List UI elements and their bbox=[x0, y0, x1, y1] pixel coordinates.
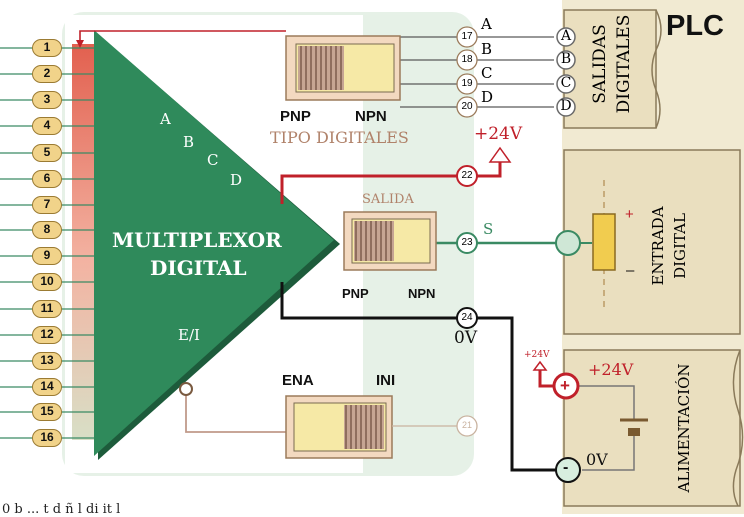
input-pin-16: 16 bbox=[32, 429, 62, 447]
salidas-label-1: SALIDAS bbox=[590, 24, 610, 104]
input-pin-13: 13 bbox=[32, 352, 62, 370]
plc-term-d: D bbox=[560, 98, 572, 114]
input-pin-11: 11 bbox=[32, 300, 62, 318]
enable-wire bbox=[185, 394, 288, 433]
entrada-resistor bbox=[592, 213, 616, 271]
footer-caption: 0 b ... t d ñ l di it l bbox=[2, 502, 121, 517]
mux-title-line2: DIGITAL bbox=[150, 256, 247, 280]
plc-salidas-edge bbox=[651, 9, 662, 129]
entrada-label-1: ENTRADA bbox=[649, 206, 667, 286]
input-pin-14: 14 bbox=[32, 378, 62, 396]
ena-left-label: ENA bbox=[282, 372, 314, 389]
output-label-b: B bbox=[183, 133, 195, 151]
entrada-terminal bbox=[555, 230, 581, 256]
plc-term-c: C bbox=[560, 75, 572, 91]
input-pin-2: 2 bbox=[32, 65, 62, 83]
plus24-wire bbox=[280, 162, 502, 204]
wire-letter-a: A bbox=[481, 15, 492, 33]
pin-17-label: 17 bbox=[461, 31, 473, 42]
pin-22-label: 22 bbox=[461, 170, 473, 181]
alim-wire-2 bbox=[582, 436, 635, 471]
pointer-arrowhead bbox=[76, 40, 84, 48]
input-pin-9: 9 bbox=[32, 247, 62, 265]
input-pin-7: 7 bbox=[32, 196, 62, 214]
pin-23-label: 23 bbox=[461, 237, 473, 248]
pin-23 bbox=[456, 232, 478, 254]
signal-label: S bbox=[483, 220, 494, 238]
small-plus-triangle bbox=[532, 360, 548, 371]
plc-term-a: A bbox=[560, 28, 572, 44]
salidas-label-2: DIGITALES bbox=[614, 14, 634, 114]
pin-20-label: 20 bbox=[461, 101, 473, 112]
plc-output-terminals bbox=[556, 27, 576, 117]
salida-switch bbox=[343, 211, 437, 271]
wire-letter-d: D bbox=[481, 88, 494, 106]
multiplexer-triangle bbox=[94, 30, 334, 456]
entrada-minus: – bbox=[626, 262, 635, 279]
tipo-title: TIPO DIGITALES bbox=[270, 128, 409, 147]
tipo-right-label: NPN bbox=[355, 108, 387, 125]
plc-title: PLC bbox=[666, 10, 724, 42]
small-plus-label: +24V bbox=[524, 350, 550, 360]
pin-21-label: 21 bbox=[461, 420, 472, 430]
output-label-c: C bbox=[207, 151, 219, 169]
input-1-pointer bbox=[79, 30, 286, 42]
pin-22 bbox=[456, 165, 478, 187]
alim-zero-label: 0V bbox=[586, 450, 608, 469]
entrada-plus: + bbox=[625, 206, 634, 223]
input-pin-15: 15 bbox=[32, 403, 62, 421]
enable-terminal bbox=[179, 382, 193, 396]
entrada-label-2: DIGITAL bbox=[671, 213, 689, 279]
zero-volt-label: 0V bbox=[454, 328, 478, 348]
board-pins bbox=[456, 26, 478, 437]
input-pin-1: 1 bbox=[32, 39, 62, 57]
alim-plus-sign: + bbox=[560, 376, 570, 395]
ena-right-label: INI bbox=[376, 372, 396, 389]
pin-24-label: 24 bbox=[461, 312, 473, 323]
output-label-d: D bbox=[230, 171, 243, 189]
plc-salidas-box bbox=[563, 9, 657, 129]
alim-wire bbox=[570, 385, 635, 420]
ena-switch bbox=[285, 395, 393, 459]
wire-letter-c: C bbox=[481, 64, 493, 82]
plc-alim-edge bbox=[732, 349, 744, 507]
salida-title: SALIDA bbox=[362, 192, 414, 207]
input-pin-12: 12 bbox=[32, 326, 62, 344]
input-gradient-bar bbox=[72, 44, 94, 440]
small-plus-wire bbox=[538, 370, 554, 388]
plus24-label: +24V bbox=[474, 124, 523, 144]
alim-minus-sign: - bbox=[563, 459, 569, 476]
input-pin-3: 3 bbox=[32, 91, 62, 109]
salida-right-label: NPN bbox=[408, 286, 436, 301]
pin-18-label: 18 bbox=[461, 54, 473, 65]
wire-letter-b: B bbox=[481, 40, 493, 58]
input-pin-8: 8 bbox=[32, 221, 62, 239]
enable-label: E/I bbox=[178, 326, 200, 344]
salida-left-label: PNP bbox=[342, 286, 369, 301]
input-pin-5: 5 bbox=[32, 144, 62, 162]
tipo-left-label: PNP bbox=[280, 108, 311, 125]
pin-19-label: 19 bbox=[461, 78, 473, 89]
battery-short bbox=[628, 428, 640, 436]
zero-volt-wire bbox=[280, 282, 556, 472]
plc-term-b: B bbox=[560, 51, 572, 67]
output-label-a: A bbox=[160, 110, 171, 128]
alim-plus-label: +24V bbox=[588, 360, 634, 379]
alim-minus-terminal bbox=[555, 457, 581, 483]
input-pin-10: 10 bbox=[32, 273, 62, 291]
mux-title-line1: MULTIPLEXOR bbox=[112, 228, 282, 252]
plc-alim-box bbox=[563, 349, 741, 507]
input-pin-6: 6 bbox=[32, 170, 62, 188]
plus24-triangle bbox=[488, 146, 512, 163]
pin-24 bbox=[456, 307, 478, 329]
alim-label: ALIMENTACIÓN bbox=[675, 363, 693, 493]
input-pin-4: 4 bbox=[32, 117, 62, 135]
tipo-switch bbox=[285, 35, 401, 101]
